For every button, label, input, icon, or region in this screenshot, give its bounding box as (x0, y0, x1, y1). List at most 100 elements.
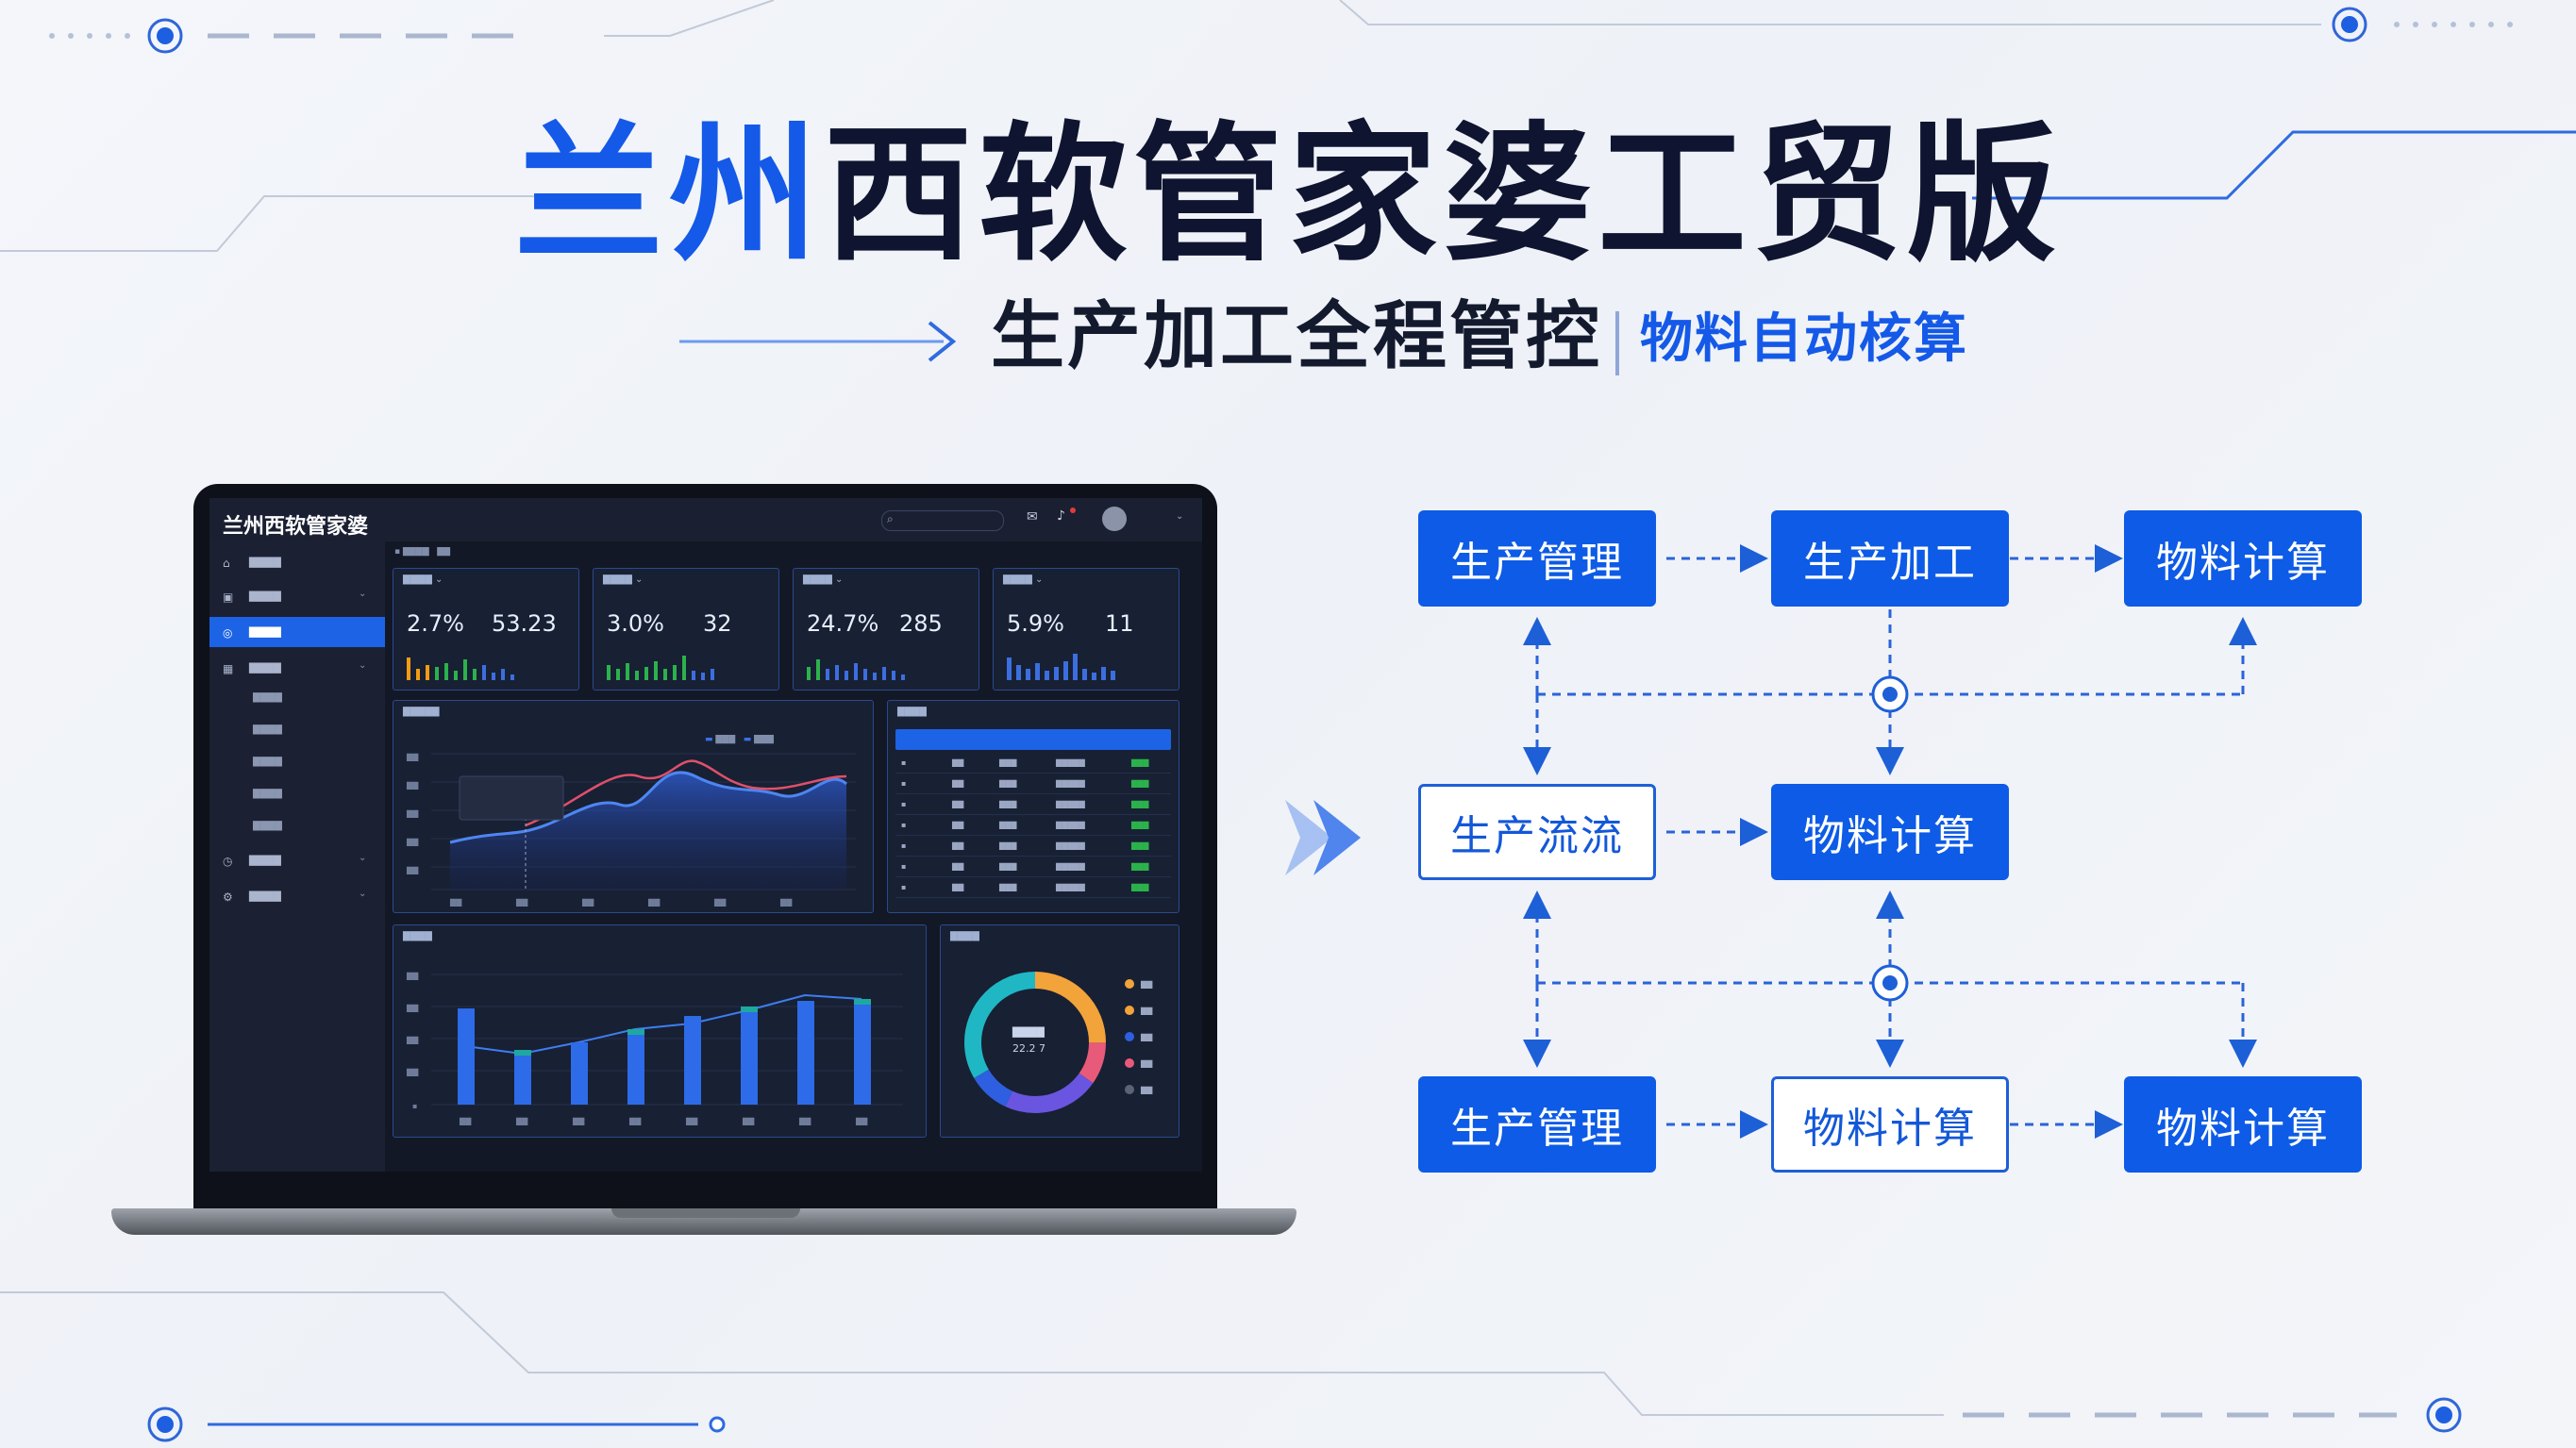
flow-box-material-calc[interactable]: 物料计算 (2124, 1076, 2362, 1173)
mini-bars (807, 659, 905, 680)
flow-box-production-management[interactable]: 生产管理 (1418, 510, 1656, 607)
table-row[interactable]: ▪▇▇▇▇▇▇▇▇▇▇▇▇▇ (895, 837, 1171, 857)
subtitle-divider (1615, 311, 1619, 375)
stat-percent: 5.9% (1007, 610, 1064, 637)
svg-text:▇▇: ▇▇ (1140, 980, 1153, 989)
subtitle: 生产加工全程管控 (991, 294, 1603, 379)
sidebar-item-settings[interactable]: ⚙▇▇▇▇⌄ (209, 881, 385, 911)
chevron-down-icon: ⌄ (359, 589, 367, 599)
sidebar-item-production[interactable]: ▦▇▇▇▇⌄ (209, 653, 385, 683)
sidebar: ⌂▇▇▇▇ ▣▇▇▇▇⌄ ◎ ▇▇▇▇ ▦▇▇▇▇⌄ ▇▇▇▇ ▇▇▇▇ ▇▇▇▇… (209, 541, 385, 1172)
svg-text:▇▇: ▇▇ (406, 866, 419, 874)
table-row[interactable]: ▪▇▇▇▇▇▇▇▇▇▇▇▇▇ (895, 857, 1171, 877)
stat-card[interactable]: ▇▇▇▇ ⌄ 5.9% 11 (993, 568, 1179, 691)
mini-bar-chart (807, 652, 967, 680)
stat-percent: 3.0% (607, 610, 664, 637)
table-card[interactable]: ▇▇▇▇ ▪▇▇▇▇▇▇▇▇▇▇▇▇▇ ▪▇▇▇▇▇▇▇▇▇▇▇▇▇ ▪▇▇▇▇… (887, 700, 1179, 913)
svg-text:▇▇: ▇▇ (628, 1117, 642, 1125)
settings-icon: ⚙ (223, 890, 233, 904)
donut-chart-card[interactable]: ▇▇▇▇ ▇▇ ▇▇ ▇▇ ▇▇ ▇▇ ▇▇▇▇ 22.2 7 (940, 924, 1179, 1138)
laptop-notch (611, 1208, 800, 1218)
svg-text:▇▇: ▇▇ (685, 1117, 698, 1125)
stat-card[interactable]: ▇▇▇▇ ⌄ 3.0% 32 (593, 568, 779, 691)
table-title: ▇▇▇▇ (897, 707, 927, 717)
stat-card-title: ▇▇▇▇ ⌄ (403, 574, 443, 585)
search-icon: ⌕ (887, 512, 894, 525)
sidebar-item-label: ▇▇▇▇ (249, 854, 281, 866)
stat-card[interactable]: ▇▇▇▇ ⌄ 2.7% 53.23 (393, 568, 579, 691)
mini-bar-chart (607, 652, 767, 680)
sidebar-subitem[interactable]: ▇▇▇▇ (253, 757, 282, 767)
sidebar-subitem[interactable]: ▇▇▇▇ (253, 789, 282, 799)
chevron-down-icon[interactable]: ⌄ (1176, 511, 1184, 522)
sidebar-item-records[interactable]: ◷▇▇▇▇⌄ (209, 845, 385, 875)
svg-text:▇▇: ▇▇ (406, 1004, 419, 1012)
svg-text:▇▇: ▇▇ (713, 898, 727, 907)
flow-box-production-flow[interactable]: 生产流流 (1418, 784, 1656, 880)
svg-text:▇▇: ▇▇ (406, 753, 419, 761)
svg-text:▇▇: ▇▇ (406, 809, 419, 818)
svg-text:▇▇: ▇▇ (1140, 1059, 1153, 1068)
gauge-icon: ◎ (223, 626, 233, 640)
app-title: 兰州西软管家婆 (223, 515, 369, 539)
mini-bars (1007, 654, 1115, 680)
svg-text:▇▇: ▇▇ (1140, 1086, 1153, 1094)
svg-text:▇▇: ▇▇ (406, 1068, 419, 1076)
stat-number: 53.23 (492, 610, 557, 637)
table-row[interactable]: ▪▇▇▇▇▇▇▇▇▇▇▇▇▇ (895, 774, 1171, 794)
donut-chart: ▇▇ ▇▇ ▇▇ ▇▇ ▇▇ (964, 972, 1153, 1113)
table-header (895, 729, 1171, 750)
stat-number: 32 (703, 610, 732, 637)
bell-icon[interactable]: ♪ (1057, 508, 1065, 524)
sidebar-subitem[interactable]: ▇▇▇▇ (253, 821, 282, 831)
avatar[interactable] (1102, 507, 1127, 531)
svg-text:▇▇: ▇▇ (406, 1036, 419, 1044)
sidebar-item-label: ▇▇▇▇ (249, 625, 281, 638)
sidebar-item-home[interactable]: ⌂▇▇▇▇ (209, 547, 385, 577)
line-chart-card[interactable]: ▇▇▇▇▇ ▬ ▇▇▇ ▬ ▇▇▇ ▇▇▇▇▇▇▇▇▇▇▇▇▇▇▇▇▇▇▇▇▇▇ (393, 700, 874, 913)
sidebar-subitem[interactable]: ▇▇▇▇ (253, 724, 282, 735)
sidebar-subitem[interactable]: ▇▇▇▇ (253, 692, 282, 703)
svg-text:▇▇: ▇▇ (449, 898, 462, 907)
svg-text:▇▇: ▇▇ (581, 898, 594, 907)
sidebar-item-dashboard[interactable]: ◎ ▇▇▇▇ (209, 617, 385, 647)
svg-text:▇▇: ▇▇ (459, 1117, 472, 1125)
table-row[interactable]: ▪▇▇▇▇▇▇▇▇▇▇▇▇▇ (895, 816, 1171, 836)
line-chart: ▇▇▇▇▇▇▇▇▇▇▇▇▇▇▇▇▇▇▇▇▇▇ (406, 753, 856, 907)
title-highlight: 兰州 (514, 108, 824, 282)
message-icon[interactable]: ✉ (1027, 509, 1038, 524)
stat-number: 285 (899, 610, 943, 637)
bar-chart-card[interactable]: ▇▇▇▇ ▇▇▇▇▇▇▇▇▪▇▇▇▇▇▇▇▇▇▇▇▇▇▇▇▇ (393, 924, 927, 1138)
search-input[interactable]: ⌕ (881, 510, 1004, 531)
table-row[interactable]: ▪▇▇▇▇▇▇▇▇▇▇▇▇▇ (895, 754, 1171, 774)
legend: ▬ ▇▇▇ ▬ ▇▇▇ (705, 735, 774, 744)
clock-icon: ◷ (223, 855, 233, 868)
flow-box-material-calc[interactable]: 物料计算 (1771, 1076, 2009, 1173)
notification-dot (1070, 508, 1076, 513)
table-row[interactable]: ▪▇▇▇▇▇▇▇▇▇▇▇▇▇ (895, 878, 1171, 898)
stat-number: 11 (1105, 610, 1134, 637)
svg-text:▇▇: ▇▇ (742, 1117, 755, 1125)
mini-bars (607, 656, 714, 680)
sidebar-item-inventory[interactable]: ▣▇▇▇▇⌄ (209, 581, 385, 611)
svg-text:▇▇: ▇▇ (406, 972, 419, 980)
svg-text:▇▇: ▇▇ (855, 1117, 868, 1125)
flow-box-production-management[interactable]: 生产管理 (1418, 1076, 1656, 1173)
stat-card[interactable]: ▇▇▇▇ ⌄ 24.7% 285 (793, 568, 979, 691)
table-row[interactable]: ▪▇▇▇▇▇▇▇▇▇▇▇▇▇ (895, 795, 1171, 815)
mini-bar-chart (1007, 652, 1167, 680)
stat-percent: 2.7% (407, 610, 464, 637)
flow-box-material-calc[interactable]: 物料计算 (2124, 510, 2362, 607)
svg-text:▇▇: ▇▇ (1140, 1007, 1153, 1015)
donut-center-value: 22.2 7 (1012, 1042, 1045, 1055)
app-topbar: 兰州西软管家婆 ⌕ ✉ ♪ ⌄ (209, 498, 1202, 542)
bar-chart: ▇▇▇▇▇▇▇▇▪▇▇▇▇▇▇▇▇▇▇▇▇▇▇▇▇ (406, 972, 903, 1125)
stat-card-title: ▇▇▇▇ ⌄ (603, 574, 644, 585)
svg-text:▇▇: ▇▇ (1140, 1033, 1153, 1041)
flow-box-material-calc[interactable]: 物料计算 (1771, 784, 2009, 880)
flow-box-production-processing[interactable]: 生产加工 (1771, 510, 2009, 607)
svg-text:▇▇: ▇▇ (572, 1117, 585, 1125)
svg-text:▇▇: ▇▇ (515, 898, 528, 907)
